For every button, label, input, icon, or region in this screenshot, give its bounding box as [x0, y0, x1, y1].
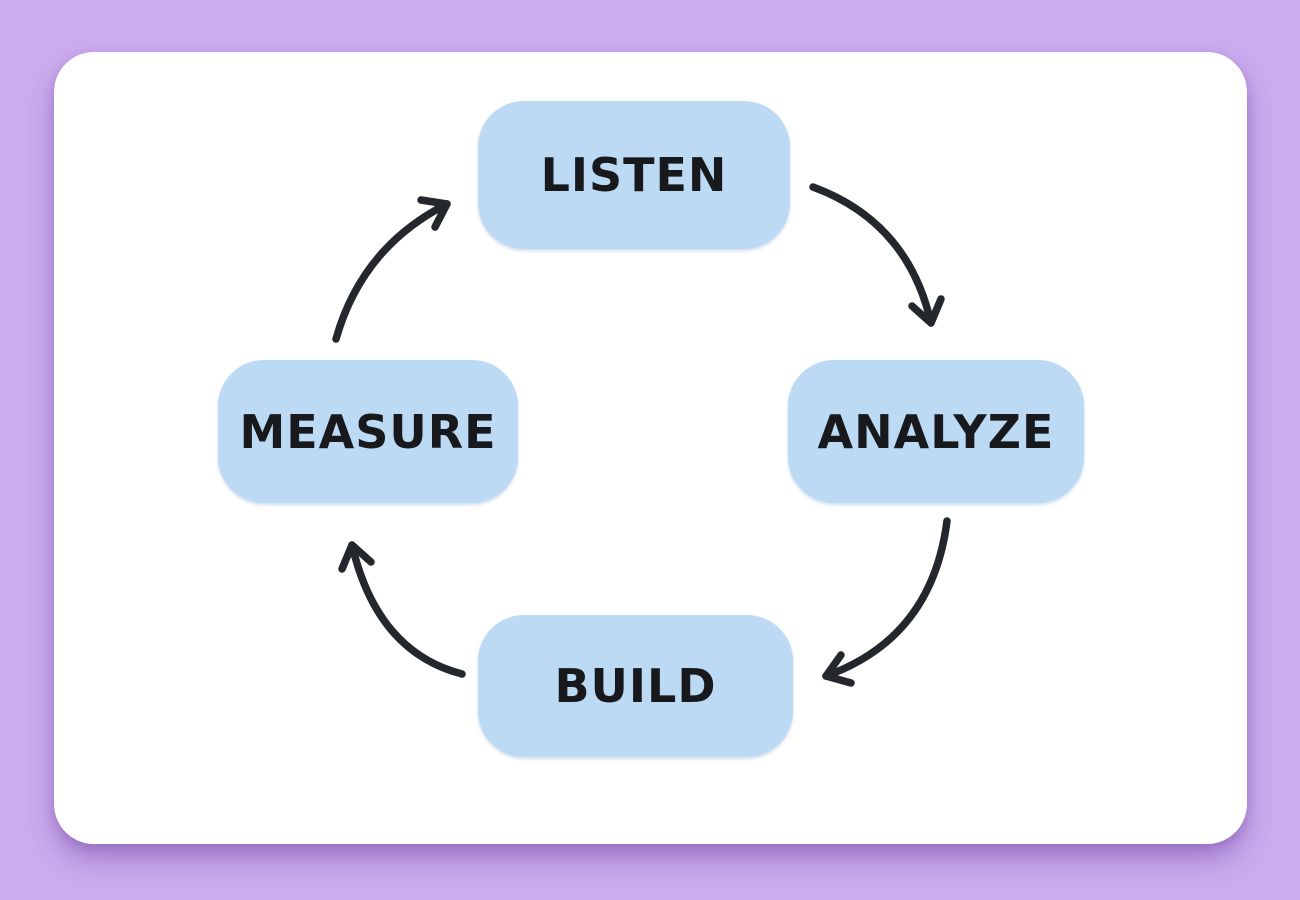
node-measure-label: MEASURE	[239, 404, 497, 459]
node-listen-label: LISTEN	[540, 148, 728, 202]
node-build: BUILD	[478, 615, 793, 757]
node-analyze: ANALYZE	[788, 360, 1084, 503]
node-build-label: BUILD	[554, 659, 717, 713]
node-listen: LISTEN	[478, 101, 790, 249]
node-measure: MEASURE	[218, 360, 518, 503]
node-analyze-label: ANALYZE	[817, 404, 1055, 459]
